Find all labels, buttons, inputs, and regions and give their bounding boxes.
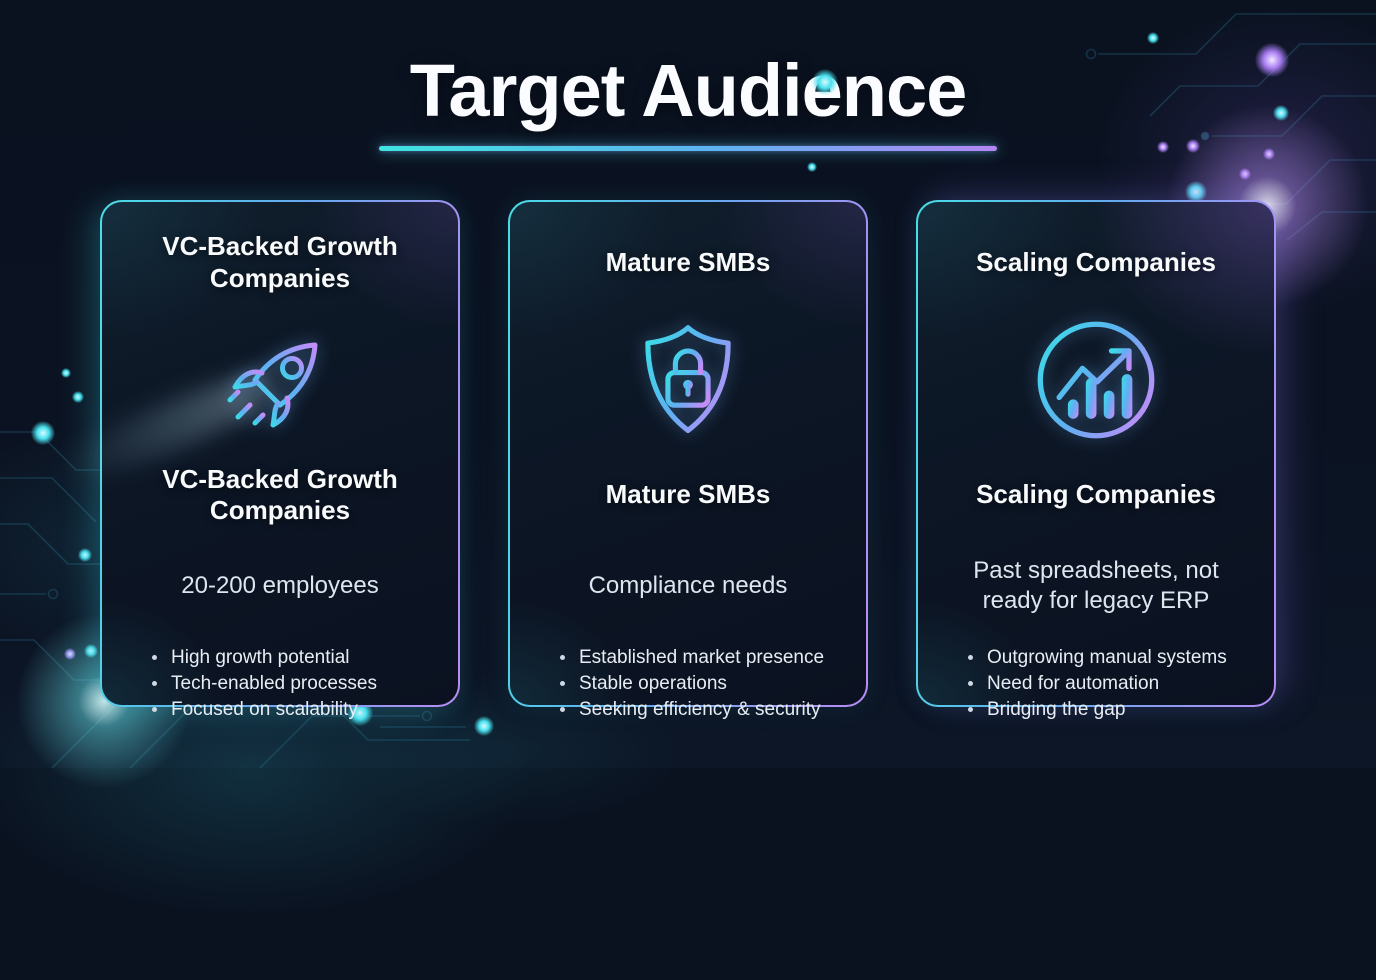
bullet-text: Focused on scalability <box>171 699 358 720</box>
card-subtitle: Past spreadsheets, not ready for legacy … <box>973 557 1219 614</box>
bullet-item: Need for automation <box>968 672 1262 695</box>
bullet-dot <box>560 655 565 660</box>
shield-lock-icon <box>645 325 731 433</box>
card-icon-area <box>510 296 866 464</box>
card-subtitle: 20-200 employees <box>181 572 379 599</box>
bullet-list: High growth potential Tech-enabled proce… <box>102 646 458 721</box>
bullet-dot <box>968 681 973 686</box>
bullet-text: Seeking efficiency & security <box>579 699 821 720</box>
audience-card-vc-backed: VC-Backed Growth Companies <box>50 200 460 720</box>
bullet-dot <box>152 655 157 660</box>
bullet-item: Focused on scalability <box>152 698 446 721</box>
card-icon-area <box>50 296 458 496</box>
bullet-list: Established market presence Stable opera… <box>510 646 866 721</box>
bullet-item: Established market presence <box>560 646 854 669</box>
card-subtitle: Compliance needs <box>588 572 788 599</box>
card-title: Mature SMBs <box>605 247 771 278</box>
card-title: Scaling Companies <box>976 247 1216 278</box>
growth-chart-icon <box>1037 321 1155 439</box>
bullet-text: Outgrowing manual systems <box>987 647 1227 668</box>
bullet-item: Outgrowing manual systems <box>968 646 1262 669</box>
bullet-text: Tech-enabled processes <box>171 673 377 694</box>
bullet-item: Stable operations <box>560 672 854 695</box>
card-title: VC-Backed Growth Companies <box>162 231 398 293</box>
audience-card-scaling: Scaling Companies <box>916 200 1276 720</box>
title-underline <box>379 146 997 151</box>
audience-card-mature-smbs: Mature SMBs Matu <box>508 200 868 720</box>
bullet-dot <box>560 707 565 712</box>
bullet-dot <box>560 681 565 686</box>
card-icon-area <box>918 296 1274 464</box>
card-heading: VC-Backed Growth Companies <box>162 463 398 525</box>
card-heading: Scaling Companies <box>976 479 1216 510</box>
card-heading: Mature SMBs <box>605 479 771 510</box>
bullet-dot <box>152 707 157 712</box>
bullet-item: Bridging the gap <box>968 698 1262 721</box>
bullet-text: Need for automation <box>987 673 1160 694</box>
bullet-item: High growth potential <box>152 646 446 669</box>
cards-row: VC-Backed Growth Companies <box>50 200 1276 720</box>
page-title: Target Audience <box>409 49 968 132</box>
rocket-icon <box>227 342 318 428</box>
bullet-text: Established market presence <box>579 647 825 668</box>
bullet-text: Stable operations <box>579 673 727 694</box>
bullet-item: Tech-enabled processes <box>152 672 446 695</box>
bullet-text: High growth potential <box>171 647 350 668</box>
bullet-dot <box>968 655 973 660</box>
bullet-dot <box>152 681 157 686</box>
bullet-list: Outgrowing manual systems Need for autom… <box>918 646 1274 721</box>
bullet-text: Bridging the gap <box>987 699 1126 720</box>
bullet-dot <box>968 707 973 712</box>
bullet-item: Seeking efficiency & security <box>560 698 854 721</box>
